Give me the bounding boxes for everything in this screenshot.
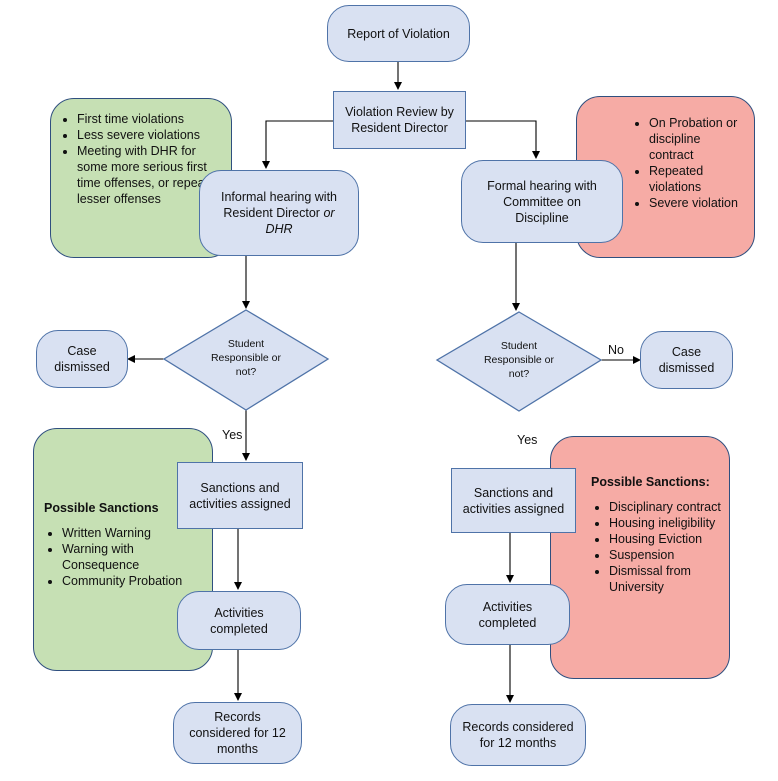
node-label: Informal hearing with: [220, 190, 338, 204]
sanction-item: Housing ineligibility: [609, 515, 721, 531]
node-label: Resident Director: [351, 121, 448, 135]
sanctions-title: Possible Sanctions: [44, 501, 159, 515]
node-label: Records considered for 12 months: [462, 720, 574, 750]
decision-right-diamond: [435, 311, 603, 412]
yes-label-left: Yes: [222, 428, 243, 442]
formal-hearing-node: Formal hearing with Committee on Discipl…: [461, 160, 623, 243]
node-label: Report of Violation: [347, 26, 450, 41]
sanction-item: Disciplinary contract: [609, 499, 721, 515]
node-label: Activities completed: [478, 599, 537, 630]
violation-review-node: Violation Review by Resident Director: [333, 91, 466, 149]
report-of-violation-node: Report of Violation: [327, 5, 470, 62]
formal-criteria-list: On Probation or discipline contract Repe…: [631, 115, 746, 211]
node-label: Sanctions and activities assigned: [462, 485, 565, 516]
informal-criteria-list: First time violations Less severe violat…: [59, 111, 225, 207]
no-label-right: No: [608, 343, 624, 357]
activities-right-node: Activities completed: [445, 584, 570, 645]
decision-left-diamond: [162, 309, 330, 411]
sanctions-title: Possible Sanctions:: [591, 475, 710, 489]
records-left-node: Records considered for 12 months: [173, 702, 302, 764]
arrow-review-to-formal: [466, 120, 540, 159]
node-label: or: [323, 206, 335, 220]
node-label: DHR: [265, 222, 293, 236]
yes-label-right: Yes: [517, 433, 538, 447]
criteria-item: On Probation or discipline contract: [649, 115, 746, 163]
node-label: Formal hearing with Committee on Discipl…: [487, 178, 597, 225]
sanction-item: Housing Eviction: [609, 531, 721, 547]
records-right-node: Records considered for 12 months: [450, 704, 586, 766]
criteria-item: Repeated violations: [649, 163, 746, 195]
sanctions-right-node: Sanctions and activities assigned: [451, 468, 576, 533]
node-label: Case dismissed: [658, 345, 715, 375]
node-label: Sanctions and activities assigned: [189, 480, 291, 511]
node-label: Violation Review by: [345, 105, 454, 119]
informal-hearing-node: Informal hearing with Resident Director …: [199, 170, 359, 256]
sanction-item: Suspension: [609, 547, 721, 563]
criteria-item: Less severe violations: [77, 127, 225, 143]
node-label: Case dismissed: [54, 344, 110, 374]
criteria-item: Severe violation: [649, 195, 746, 211]
node-label: Records considered for 12 months: [189, 710, 286, 756]
informal-sanctions-list: Written Warning Warning with Consequence…: [44, 525, 206, 589]
sanction-item: Written Warning: [62, 525, 206, 541]
criteria-item: Meeting with DHR for some more serious f…: [77, 143, 225, 207]
node-label: Activities completed: [210, 605, 268, 636]
case-dismissed-right-node: Case dismissed: [640, 331, 733, 389]
arrow-review-to-informal: [262, 120, 333, 169]
decision-left-label: Student Responsible or not?: [210, 338, 282, 378]
informal-criteria-panel: First time violations Less severe violat…: [50, 98, 232, 258]
node-label: Resident Director: [223, 206, 320, 220]
formal-sanctions-panel: Possible Sanctions: Disciplinary contrac…: [550, 436, 730, 679]
sanction-item: Warning with Consequence: [62, 541, 206, 573]
activities-left-node: Activities completed: [177, 591, 301, 650]
decision-right-label: Student Responsible or not?: [483, 340, 555, 380]
sanction-item: Dismissal from University: [609, 563, 721, 595]
sanction-item: Community Probation: [62, 573, 206, 589]
formal-sanctions-list: Disciplinary contract Housing ineligibil…: [591, 499, 721, 595]
sanctions-left-node: Sanctions and activities assigned: [177, 462, 303, 529]
case-dismissed-left-node: Case dismissed: [36, 330, 128, 388]
criteria-item: First time violations: [77, 111, 225, 127]
